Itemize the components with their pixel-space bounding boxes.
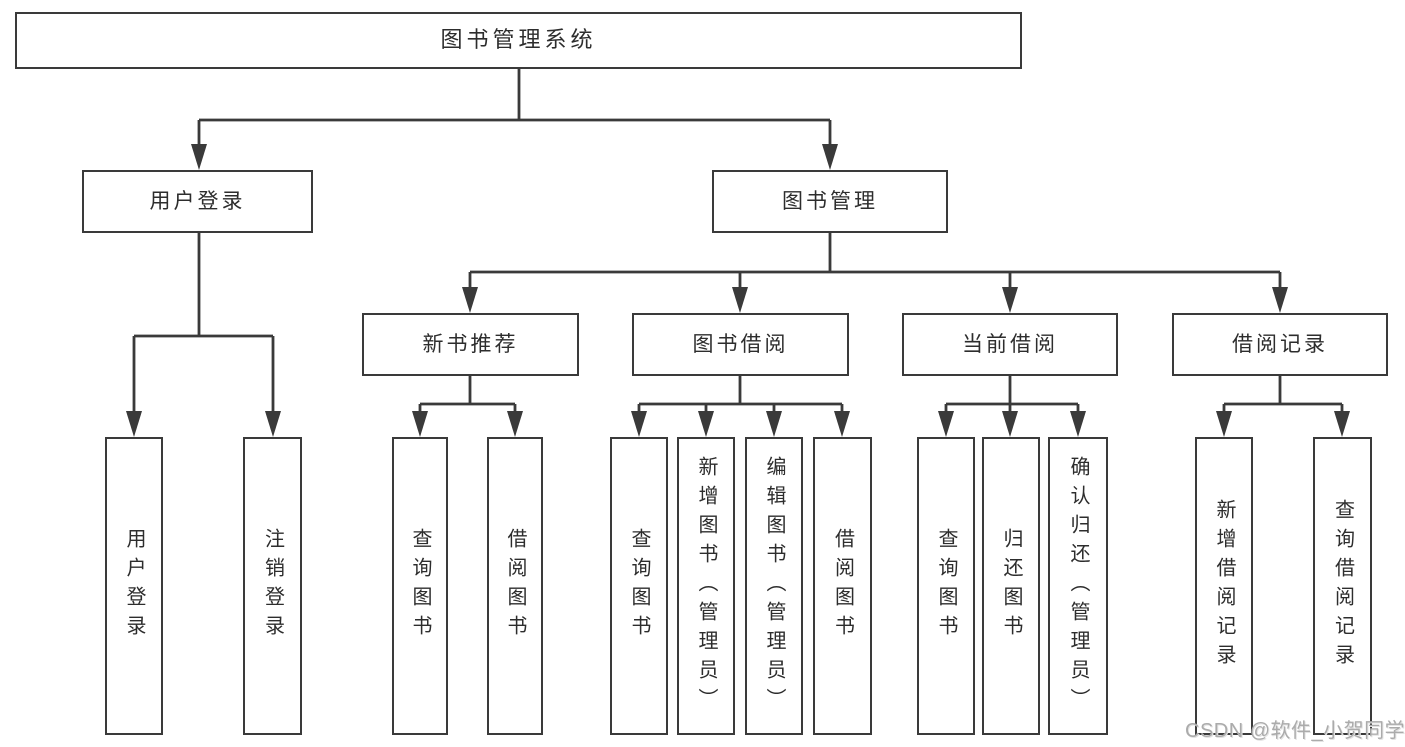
node-book-management: 图书管理 xyxy=(712,170,948,233)
node-user-login: 用户登录 xyxy=(82,170,313,233)
edge-user-login-to-leaves xyxy=(132,233,275,414)
edge-current-borrow-to-leaves xyxy=(944,375,1080,414)
node-root-library-management-system: 图书管理系统 xyxy=(15,12,1022,69)
edge-borrow-records-to-leaves xyxy=(1222,375,1344,414)
leaf-borrow-books-recommend: 借阅图书 xyxy=(487,437,543,735)
leaf-edit-books-admin: 编辑图书（管理员） xyxy=(745,437,803,735)
arrowheads xyxy=(126,144,1350,437)
edge-book-borrow-to-leaves xyxy=(637,375,844,414)
edge-new-book-recommend-to-leaves xyxy=(418,375,517,414)
leaf-user-login: 用户登录 xyxy=(105,437,163,735)
leaf-return-books: 归还图书 xyxy=(982,437,1040,735)
node-current-borrow: 当前借阅 xyxy=(902,313,1118,376)
leaf-query-books-borrow: 查询图书 xyxy=(610,437,668,735)
leaf-add-books-admin: 新增图书（管理员） xyxy=(677,437,735,735)
leaf-query-books-current: 查询图书 xyxy=(917,437,975,735)
leaf-borrow-books: 借阅图书 xyxy=(813,437,872,735)
leaf-query-books-recommend: 查询图书 xyxy=(392,437,448,735)
leaf-confirm-return-admin: 确认归还（管理员） xyxy=(1048,437,1108,735)
edge-book-management-to-level3 xyxy=(468,233,1282,290)
edge-root-to-level2 xyxy=(197,68,832,147)
node-new-book-recommend: 新书推荐 xyxy=(362,313,579,376)
leaf-add-borrow-record: 新增借阅记录 xyxy=(1195,437,1253,735)
leaf-logout: 注销登录 xyxy=(243,437,302,735)
leaf-query-borrow-record: 查询借阅记录 xyxy=(1313,437,1372,735)
node-book-borrow: 图书借阅 xyxy=(632,313,849,376)
csdn-watermark: CSDN @软件_小贺同学 xyxy=(1185,720,1405,742)
node-borrow-records: 借阅记录 xyxy=(1172,313,1388,376)
